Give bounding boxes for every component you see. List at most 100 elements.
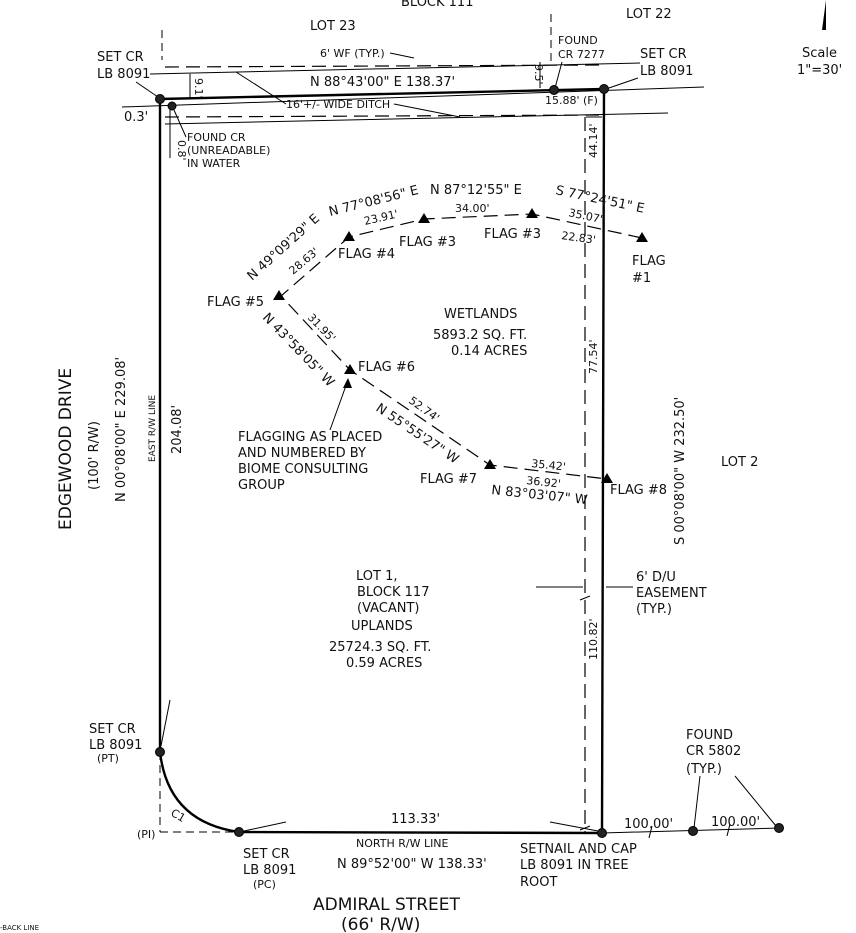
wf-leader — [389, 52, 415, 59]
north-boundary — [159, 87, 605, 101]
set-cr-pc-2: LB 8091 — [243, 863, 296, 878]
flag-5-icon — [273, 290, 285, 300]
wetlands-title: WETLANDS — [444, 307, 517, 322]
flag-8-icon — [601, 473, 613, 483]
lot1-acres: 0.59 ACRES — [346, 656, 422, 671]
found-cr7277-marker — [549, 85, 559, 95]
flag-1-label-2: #1 — [632, 271, 651, 286]
south-boundary — [238, 830, 603, 835]
lot1-label-1: LOT 1, — [356, 569, 398, 584]
found-cr5802-marker-1 — [688, 826, 698, 836]
wf-label: 6' WF (TYP.) — [320, 47, 385, 60]
found-cr5802-marker-2 — [774, 823, 784, 833]
ditch-leader-left — [235, 71, 287, 105]
bearing-n87: N 87°12'55" E — [430, 183, 522, 198]
dim-9-1: 9.1' — [192, 78, 205, 99]
set-cr-nw-label-1: SET CR — [97, 50, 144, 65]
back-line-label: -BACK LINE — [0, 924, 39, 932]
dim-44-14: 44.14' — [587, 123, 600, 158]
found-cr5802-3: (TYP.) — [686, 762, 722, 777]
wetland-line — [280, 213, 643, 480]
found-cr5802-leader-2 — [734, 775, 777, 827]
found-unreadable-1: FOUND CR — [187, 131, 246, 144]
found-unreadable-marker — [167, 101, 177, 111]
dist-22-83: 22.83' — [561, 229, 597, 247]
set-cr-ne-label-1: SET CR — [640, 47, 687, 62]
block-111-label: BLOCK 111 — [401, 0, 473, 10]
flag-1-icon — [636, 232, 648, 242]
wetlands-acres: 0.14 ACRES — [451, 344, 527, 359]
lot-22-label: LOT 22 — [626, 7, 672, 22]
found-unreadable-2: (UNREADABLE) — [187, 144, 270, 157]
ditch-label: 16'+/- WIDE DITCH — [286, 98, 390, 111]
found-cr5802-2: CR 5802 — [686, 744, 741, 759]
pi-label: (PI) — [137, 828, 155, 841]
found-cr7277-label-2: CR 7277 — [558, 48, 605, 61]
setnail-3: ROOT — [520, 875, 557, 890]
east-bearing: S 00°08'00" W 232.50' — [673, 397, 688, 545]
west-bearing: N 00°08'00" E 229.08' — [114, 357, 129, 502]
set-cr-nw-marker — [155, 94, 165, 104]
dim-15-88: 15.88' (F) — [545, 94, 598, 107]
ext-tick-1 — [648, 825, 653, 839]
lot-2-label: LOT 2 — [721, 455, 758, 470]
east-rw-line-label: EAST R/W LINE — [148, 395, 158, 462]
dim-0-3: 0.3' — [124, 110, 148, 125]
curve-c1-label: C1 — [169, 806, 188, 825]
du-easement-3: (TYP.) — [636, 602, 672, 617]
dist-35-42: 35.42' — [531, 457, 567, 474]
found-cr5802-1: FOUND — [686, 728, 733, 743]
flag-3a-label: FLAG #3 — [484, 227, 541, 242]
north-bearing: N 88°43'00" E 138.37' — [310, 75, 455, 90]
flag-1-label-1: FLAG — [632, 254, 666, 269]
flagging-note-3: BIOME CONSULTING — [238, 462, 368, 477]
scale-title: Scale — [802, 46, 837, 61]
set-cr-pt-1: SET CR — [89, 722, 136, 737]
set-cr-ne-label-2: LB 8091 — [640, 64, 693, 79]
ditch-line-bottom — [164, 112, 669, 125]
ext-tick-2 — [726, 823, 731, 837]
dim-tick-easement — [579, 595, 591, 601]
set-cr-pt-marker — [155, 747, 165, 757]
set-cr-pc-marker — [234, 827, 244, 837]
setnail-1: SETNAIL AND CAP — [520, 842, 637, 857]
set-cr-pc-3: (PC) — [253, 878, 276, 891]
setnail-marker — [597, 828, 607, 838]
edgewood-drive-label: EDGEWOOD DRIVE — [56, 368, 76, 530]
setnail-leader — [549, 821, 599, 832]
flag-4-label: FLAG #4 — [338, 247, 395, 262]
set-cr-nw-label-2: LB 8091 — [97, 67, 150, 82]
set-cr-pc-1: SET CR — [243, 847, 290, 862]
set-cr-pt-2: LB 8091 — [89, 738, 142, 753]
dist-34-00: 34.00' — [455, 202, 490, 215]
flagging-leader-arrow-icon — [343, 378, 352, 388]
set-cr-ne-leader — [605, 77, 639, 90]
set-cr-nw-leader — [135, 81, 159, 98]
wetlands-area: 5893.2 SQ. FT. — [433, 328, 527, 343]
flag-3b-label: FLAG #3 — [399, 235, 456, 250]
flag-6-icon — [344, 364, 356, 374]
found-unreadable-leader — [173, 109, 187, 138]
edgewood-rw-label: (100' R/W) — [87, 421, 102, 490]
setnail-2: LB 8091 IN TREE — [520, 858, 629, 873]
ditch-line-dashed — [164, 114, 601, 118]
lot1-area: 25724.3 SQ. FT. — [329, 640, 431, 655]
flag-8-label: FLAG #8 — [610, 483, 667, 498]
flagging-note-leader — [329, 379, 349, 431]
set-cr-pt-leader — [160, 699, 171, 747]
dist-36-92: 36.92' — [526, 474, 562, 491]
flag-6-label: FLAG #6 — [358, 360, 415, 375]
flagging-note-1: FLAGGING AS PLACED — [238, 430, 382, 445]
dim-9-5: 9.5' — [532, 64, 545, 85]
du-easement-2: EASEMENT — [636, 586, 707, 601]
flag-3a-icon — [526, 208, 538, 218]
set-cr-ne-marker — [599, 84, 609, 94]
flagging-note-4: GROUP — [238, 478, 285, 493]
dist-100-a: 100.00' — [624, 817, 673, 832]
admiral-street-label: ADMIRAL STREET — [313, 895, 460, 915]
flag-4-icon — [343, 231, 355, 241]
east-boundary — [600, 88, 606, 834]
curve-c1 — [158, 751, 240, 834]
found-cr7277-label-1: FOUND — [558, 34, 598, 47]
